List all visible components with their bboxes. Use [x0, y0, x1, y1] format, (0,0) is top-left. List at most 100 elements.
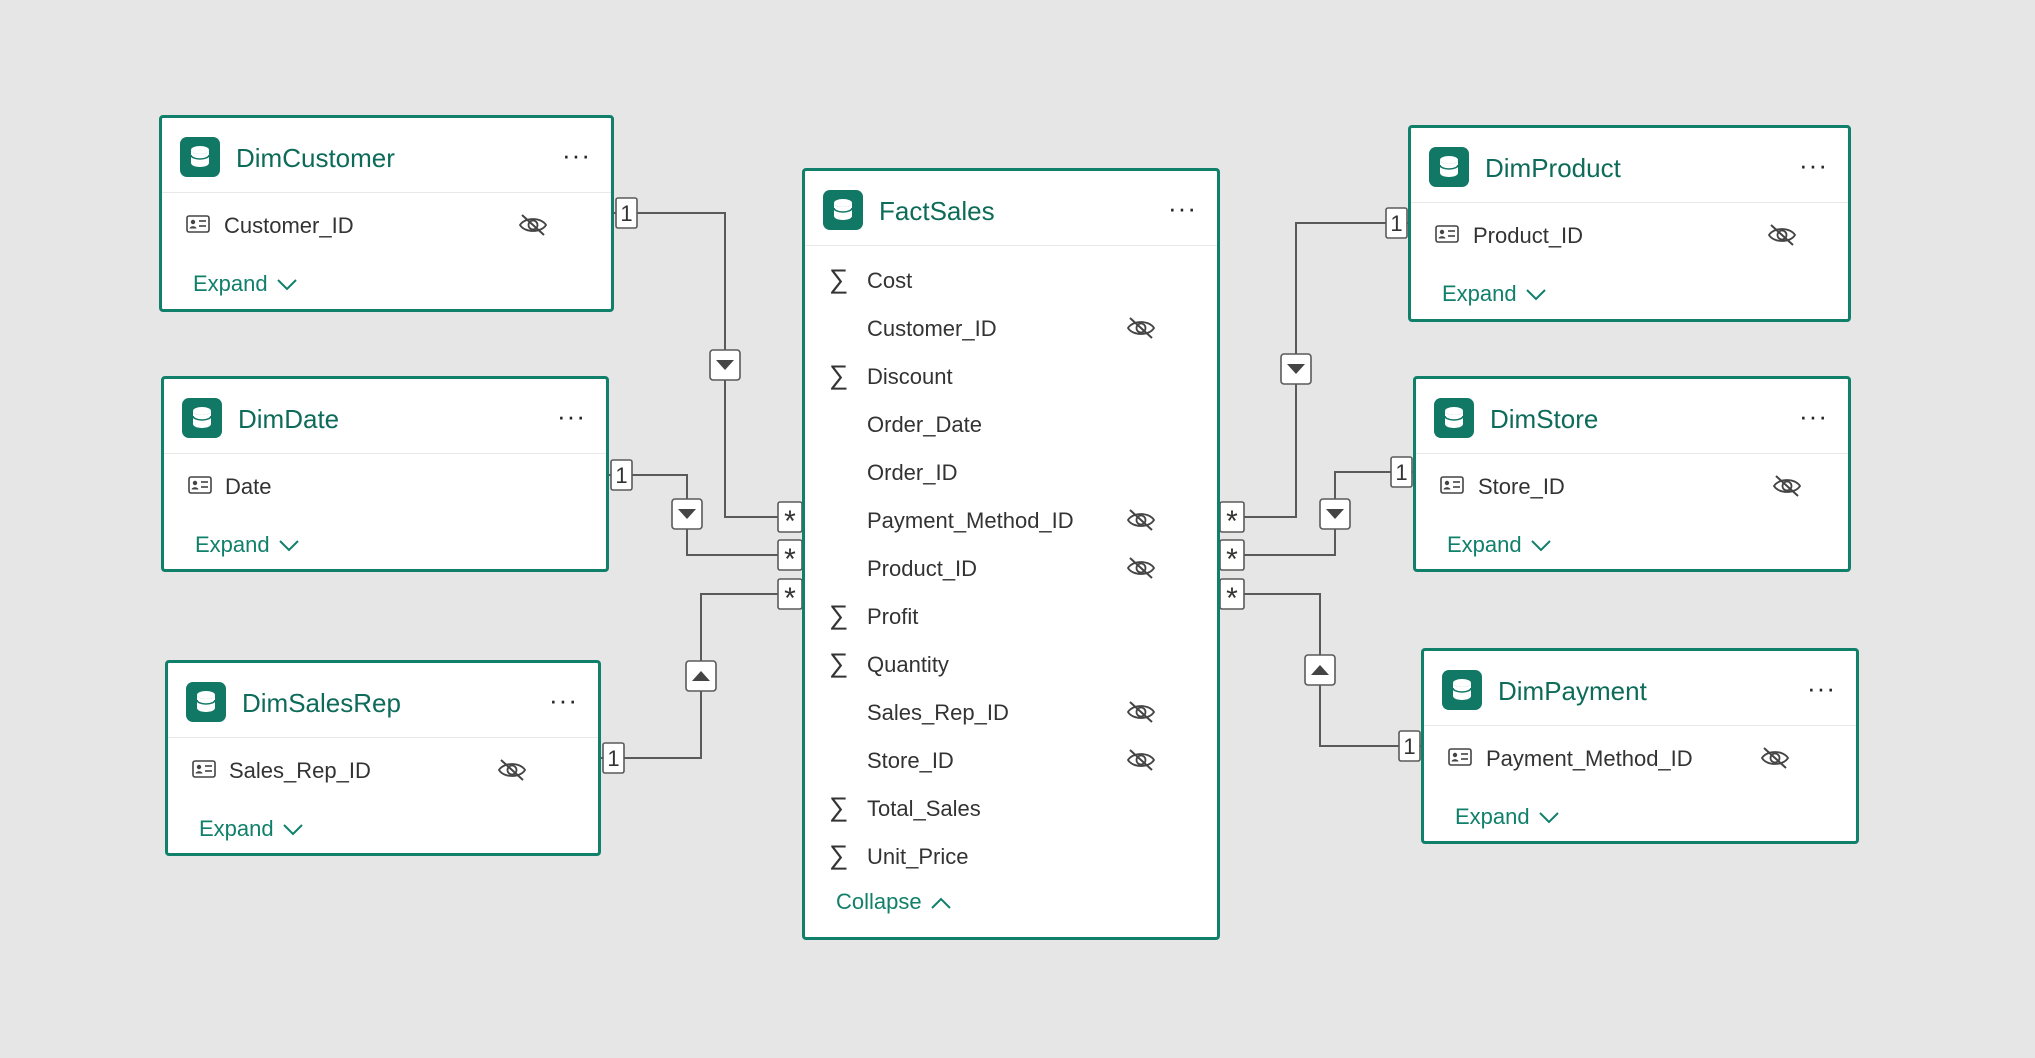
id-card-icon: [188, 476, 212, 499]
table-header: DimCustomer ···: [162, 118, 611, 193]
cardinality-one-label: 1: [615, 463, 627, 488]
table-header: DimSalesRep ···: [168, 663, 598, 738]
field-row[interactable]: ∑ Discount: [805, 353, 1217, 399]
field-name: Sales_Rep_ID: [867, 700, 1009, 725]
id-card-icon: [1448, 748, 1472, 771]
database-icon: [1442, 670, 1482, 710]
table-header: FactSales···: [805, 171, 1217, 246]
more-dots-icon[interactable]: ···: [549, 685, 578, 715]
collapse-link[interactable]: Collapse: [836, 889, 952, 916]
field-name: Cost: [867, 268, 913, 293]
cardinality-many-label: *: [784, 582, 796, 615]
field-name: Discount: [867, 364, 953, 389]
filter-direction-box: [685, 660, 717, 692]
expand-link[interactable]: Expand: [193, 271, 298, 298]
field-row[interactable]: ∑Cost: [805, 257, 1217, 303]
table-title: DimCustomer: [236, 143, 395, 173]
field-row[interactable]: Store_ID: [1416, 463, 1848, 509]
cardinality-one-box: [615, 197, 638, 229]
cardinality-one-box: [610, 459, 633, 491]
field-row[interactable]: Order_ID: [805, 449, 1217, 495]
filter-direction-box: [671, 498, 703, 530]
database-icon: [180, 137, 220, 177]
cardinality-one-box: [1385, 207, 1408, 239]
field-row[interactable]: Sales_Rep_ID: [168, 747, 598, 793]
toggle-label: Expand: [193, 271, 268, 296]
field-row[interactable]: Product_ID: [1411, 212, 1848, 258]
field-row[interactable]: Sales_Rep_ID: [805, 689, 1217, 735]
field-name: Order_Date: [867, 412, 982, 437]
field-row[interactable]: Order_Date: [805, 401, 1217, 447]
eye-off-icon: [1125, 507, 1157, 538]
cardinality-one-box: [602, 742, 625, 774]
cardinality-many-label: *: [784, 543, 796, 576]
table-card-dimsalesrep[interactable]: DimSalesRep ··· Sales_Rep_ID Expand: [165, 660, 601, 856]
more-dots-icon[interactable]: ···: [1168, 193, 1197, 223]
eye-off-icon: [1125, 555, 1157, 586]
chevron-down-icon: [1530, 533, 1552, 559]
field-row[interactable]: Payment_Method_ID: [805, 497, 1217, 543]
cardinality-many-box: [1219, 539, 1245, 571]
expand-link[interactable]: Expand: [1442, 281, 1547, 308]
chevron-down-icon: [276, 272, 298, 298]
expand-link[interactable]: Expand: [199, 816, 304, 843]
toggle-label: Expand: [1442, 281, 1517, 306]
field-name: Order_ID: [867, 460, 958, 485]
more-dots-icon[interactable]: ···: [1799, 401, 1828, 431]
relationship-dimdate: 1*: [609, 459, 803, 576]
field-row[interactable]: Store_ID: [805, 737, 1217, 783]
toggle-label: Expand: [195, 532, 270, 557]
field-row[interactable]: ∑Quantity: [805, 641, 1217, 687]
field-name: Store_ID: [867, 748, 954, 773]
more-dots-icon[interactable]: ···: [557, 401, 586, 431]
triangle-down-icon: [716, 360, 734, 370]
field-row[interactable]: Customer_ID: [805, 305, 1217, 351]
eye-off-icon: [1759, 745, 1791, 776]
sigma-icon: ∑: [829, 792, 849, 822]
field-row[interactable]: ∑Unit_Price: [805, 833, 1217, 879]
field-row[interactable]: ∑ Total_Sales: [805, 785, 1217, 831]
field-row[interactable]: Product_ID: [805, 545, 1217, 591]
triangle-down-icon: [678, 509, 696, 519]
relationship-line: [614, 212, 802, 518]
more-dots-icon[interactable]: ···: [1799, 150, 1828, 180]
cardinality-many-box: [777, 578, 803, 610]
relationship-dimproduct: 1*: [1219, 207, 1408, 538]
filter-direction-box: [1304, 654, 1336, 686]
cardinality-many-box: [1219, 501, 1245, 533]
id-card-icon: [186, 215, 210, 238]
expand-link[interactable]: Expand: [1447, 532, 1552, 559]
cardinality-one-label: 1: [620, 201, 632, 226]
table-title: DimSalesRep: [242, 688, 401, 718]
sigma-icon: ∑: [829, 840, 849, 870]
table-card-dimcustomer[interactable]: DimCustomer ··· Customer_ID Expand: [159, 115, 614, 312]
expand-link[interactable]: Expand: [1455, 804, 1560, 831]
sigma-icon: ∑: [829, 360, 849, 390]
expand-link[interactable]: Expand: [195, 532, 300, 559]
field-name: Payment_Method_ID: [1486, 746, 1693, 771]
chevron-down-icon: [1525, 282, 1547, 308]
eye-off-icon: [496, 757, 528, 788]
chevron-up-icon: [930, 890, 952, 916]
field-row[interactable]: Payment_Method_ID: [1424, 735, 1856, 781]
eye-off-icon: [1125, 315, 1157, 346]
field-row[interactable]: Date: [164, 463, 606, 509]
field-name: Total_Sales: [867, 796, 981, 821]
eye-off-icon: [517, 212, 549, 243]
field-row[interactable]: ∑Profit: [805, 593, 1217, 639]
more-dots-icon[interactable]: ···: [1807, 673, 1836, 703]
more-dots-icon[interactable]: ···: [562, 140, 591, 170]
relationship-line: [1220, 222, 1408, 518]
field-row[interactable]: Customer_ID: [162, 202, 611, 248]
triangle-up-icon: [1311, 665, 1329, 675]
relationship-line: [1220, 471, 1413, 556]
toggle-label: Expand: [199, 816, 274, 841]
relationship-line: [601, 593, 802, 759]
database-icon: [1429, 147, 1469, 187]
